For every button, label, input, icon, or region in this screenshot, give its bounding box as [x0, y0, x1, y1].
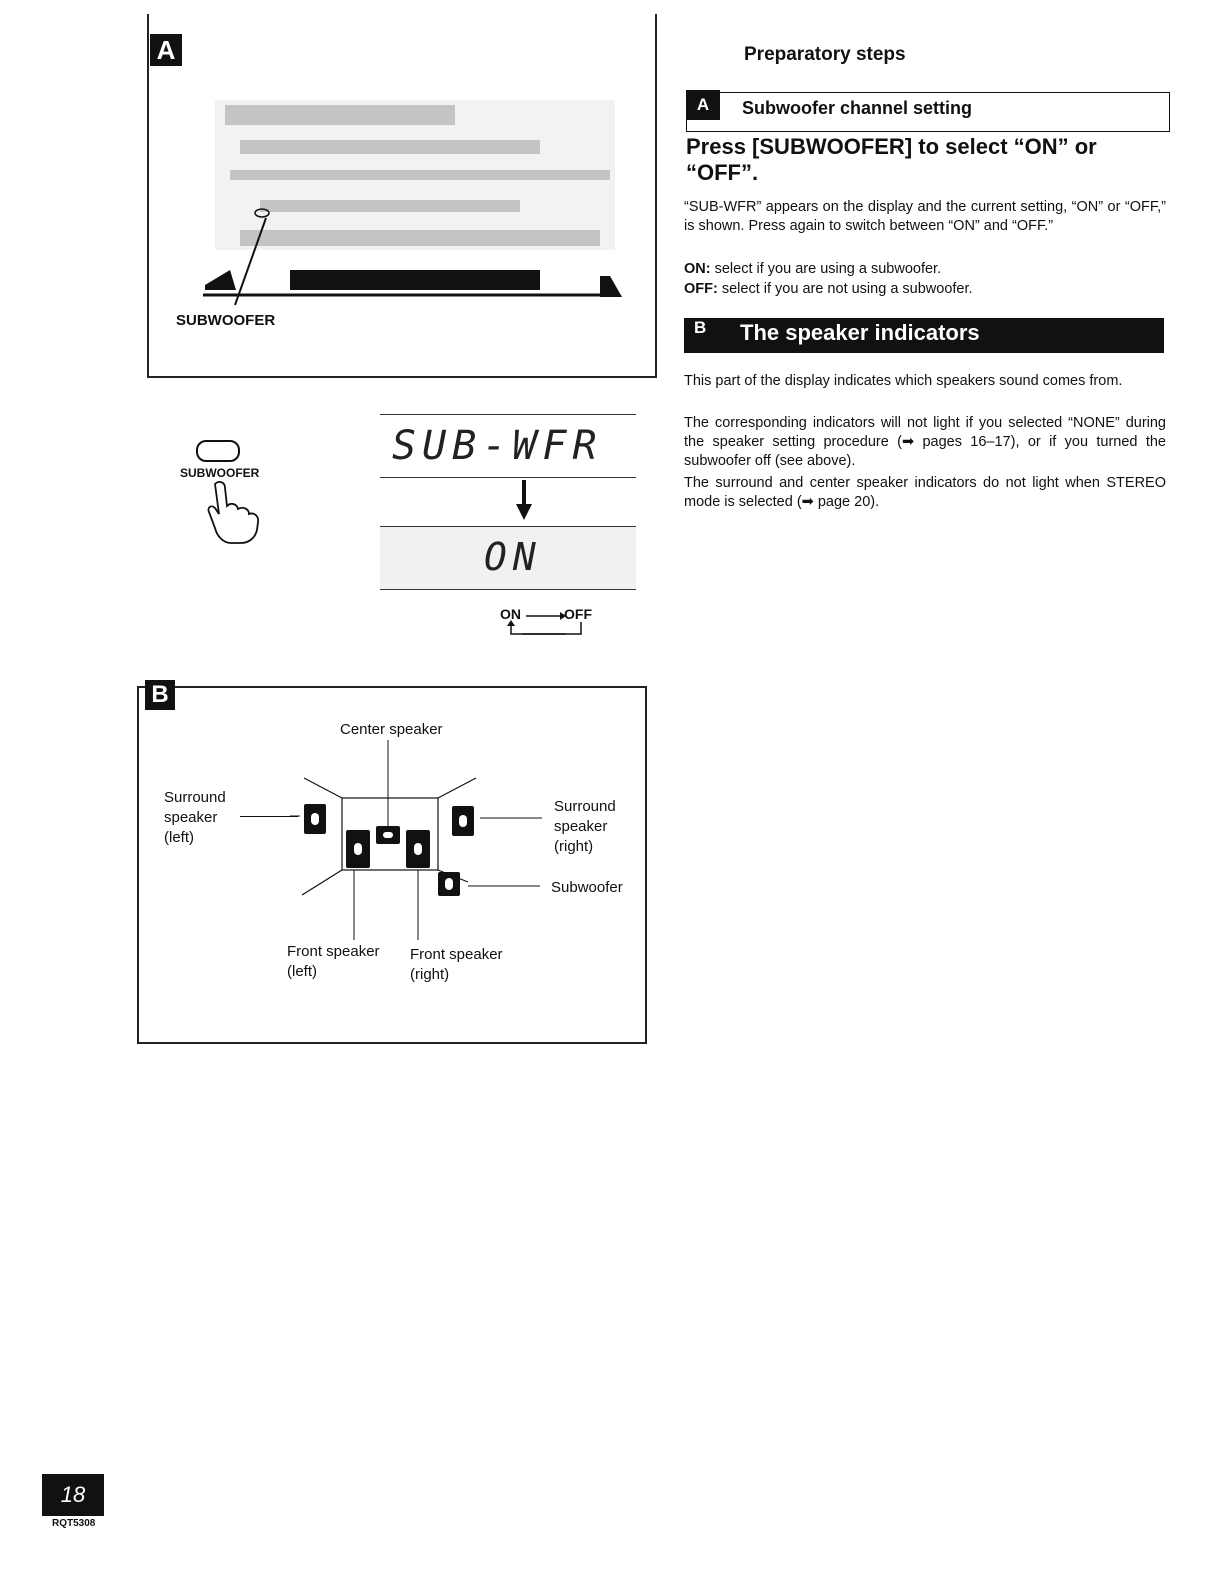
- on-definition: ON: select if you are using a subwoofer.: [684, 260, 1166, 279]
- subwoofer-callout-label: SUBWOOFER: [176, 312, 276, 329]
- panel-a: [147, 14, 657, 378]
- display-sub-wfr: SUB-WFR: [380, 414, 636, 478]
- surround-left-label: Surround speaker (left): [164, 788, 226, 848]
- on-term: ON:: [684, 261, 711, 277]
- on-desc: select if you are using a subwoofer.: [710, 261, 942, 277]
- paragraph-indicators: This part of the display indicates which…: [684, 373, 1123, 389]
- panel-b-label: B: [145, 680, 175, 710]
- surround-right-line3: (right): [554, 838, 594, 855]
- front-left-speaker-icon: [346, 830, 370, 868]
- cycle-on-label: ON: [500, 606, 521, 622]
- front-right-speaker-icon: [406, 830, 430, 868]
- document-code: RQT5308: [52, 1518, 96, 1529]
- surround-left-line3: (left): [164, 829, 194, 846]
- section-a-label: A: [686, 90, 720, 120]
- surround-right-line1: Surround: [554, 798, 616, 815]
- subwoofer-label: Subwoofer: [551, 879, 623, 896]
- panel-a-label: A: [150, 34, 182, 66]
- paragraph-sub-wfr: “SUB-WFR” appears on the display and the…: [684, 199, 1166, 234]
- off-definition: OFF: select if you are not using a subwo…: [684, 280, 1166, 299]
- section-a-title: Subwoofer channel setting: [742, 98, 973, 118]
- front-left-label: Front speaker (left): [287, 942, 380, 982]
- off-desc: select if you are not using a subwoofer.: [717, 281, 973, 297]
- center-speaker-icon: [376, 826, 400, 844]
- surround-left-line1: Surround: [164, 789, 226, 806]
- subwoofer-button-label: SUBWOOFER: [180, 466, 260, 480]
- speaker-layout-lines: [290, 740, 542, 940]
- panel-b: [137, 686, 647, 1044]
- section-b-label: B: [694, 318, 707, 337]
- front-left-line1: Front speaker: [287, 943, 380, 960]
- section-b-header: [684, 318, 1164, 353]
- surround-right-line2: speaker: [554, 818, 608, 835]
- page-number: 18: [42, 1474, 104, 1516]
- surround-right-label: Surround speaker (right): [554, 797, 616, 857]
- front-left-line2: (left): [287, 963, 317, 980]
- pointing-hand-icon: [207, 481, 260, 544]
- arrow-down-icon: [516, 480, 532, 520]
- section-b-title: The speaker indicators: [740, 320, 980, 345]
- subwoofer-button[interactable]: [196, 440, 240, 462]
- paragraph-none: The corresponding indicators will not li…: [684, 415, 1166, 469]
- front-right-line1: Front speaker: [410, 946, 503, 963]
- off-term: OFF:: [684, 281, 718, 297]
- surround-left-speaker-icon: [304, 804, 326, 834]
- cycle-off-label: OFF: [564, 606, 592, 622]
- front-right-label: Front speaker (right): [410, 945, 503, 985]
- subwoofer-speaker-icon: [438, 872, 460, 896]
- surround-left-line2: speaker: [164, 809, 218, 826]
- cycle-return-line: [507, 620, 582, 635]
- receiver-illustration: [203, 100, 622, 306]
- paragraph-stereo: The surround and center speaker indicato…: [684, 475, 1166, 510]
- preparatory-steps-title: Preparatory steps: [744, 44, 906, 65]
- surround-left-leader: [240, 816, 298, 817]
- instruction-heading: Press [SUBWOOFER] to select “ON” or “OFF…: [686, 134, 1097, 185]
- front-right-line2: (right): [410, 966, 450, 983]
- display-on: ON: [380, 526, 636, 590]
- center-speaker-label: Center speaker: [340, 721, 443, 738]
- surround-right-speaker-icon: [452, 806, 474, 836]
